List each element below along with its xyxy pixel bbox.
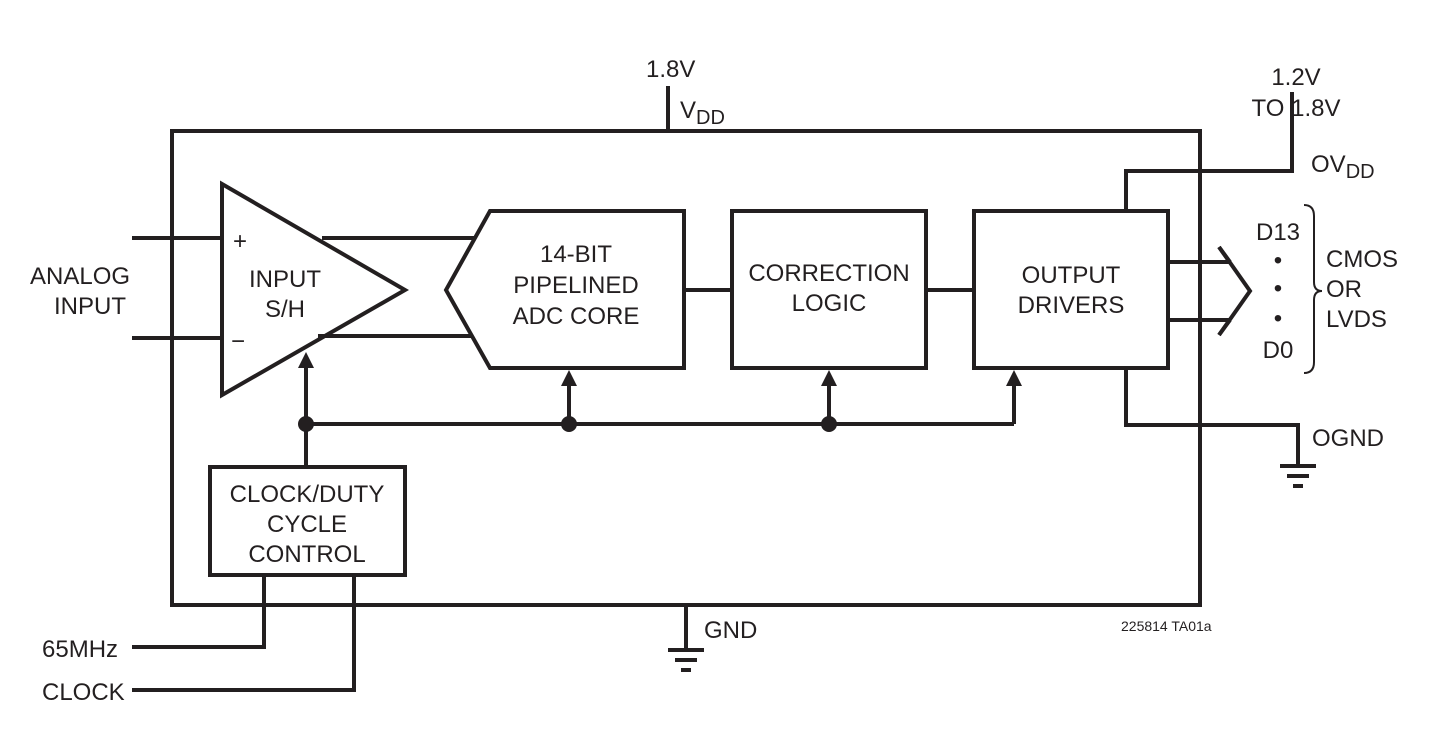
ognd-ground-symbol: [1280, 464, 1316, 488]
clock-duty-cycle-control-block: [208, 465, 407, 577]
correction-logic-block: [730, 209, 928, 370]
output-format-line3: LVDS: [1326, 306, 1387, 333]
output-dot-2: •: [1274, 275, 1282, 302]
input-sh-amplifier: [220, 180, 410, 399]
ovdd-supply-wire: [1124, 92, 1294, 211]
output-dot-3: •: [1274, 305, 1282, 332]
ovdd-voltage-line2: TO 1.8V: [1252, 95, 1341, 122]
adc-label-line1: 14-BIT: [540, 241, 612, 268]
ovdd-voltage-line1: 1.2V: [1271, 64, 1320, 91]
vdd-pin-label-main: V: [680, 97, 696, 124]
analog-input-label-line1: ANALOG: [30, 263, 130, 290]
gnd-label: GND: [704, 617, 757, 644]
ognd-label: OGND: [1312, 425, 1384, 452]
output-format-line2: OR: [1326, 276, 1362, 303]
gnd-ground-symbol: [668, 648, 704, 672]
sh-label-line1: INPUT: [249, 266, 321, 293]
adc-label-line2: PIPELINED: [513, 272, 638, 299]
adc-label-line3: ADC CORE: [513, 303, 640, 330]
output-d13-label: D13: [1256, 219, 1300, 246]
output-dot-1: •: [1274, 247, 1282, 274]
output-drivers-label-line1: OUTPUT: [1022, 262, 1121, 289]
clock-control-label-line3: CONTROL: [248, 541, 365, 568]
analog-input-label-line2: INPUT: [54, 293, 126, 320]
output-d0-label: D0: [1263, 337, 1294, 364]
minus-sign: −: [231, 328, 245, 355]
clock-input-wire-2: [132, 575, 356, 692]
vdd-pin-label: VDD: [680, 97, 725, 129]
vdd-voltage-label: 1.8V: [646, 56, 695, 83]
ovdd-pin-label-sub: DD: [1346, 161, 1375, 183]
ognd-wire: [1124, 368, 1300, 465]
plus-sign: +: [233, 228, 247, 255]
correction-label-line1: CORRECTION: [748, 260, 909, 287]
clock-control-label-line1: CLOCK/DUTY: [230, 481, 385, 508]
output-bus-arrow: [1168, 245, 1253, 337]
output-drivers-block: [972, 209, 1170, 370]
clock-frequency-label: 65MHz: [42, 636, 118, 663]
correction-label-line2: LOGIC: [792, 290, 867, 317]
ovdd-pin-label-main: OV: [1311, 151, 1346, 178]
clock-control-label-line2: CYCLE: [267, 511, 347, 538]
output-format-line1: CMOS: [1326, 246, 1398, 273]
ovdd-pin-label: OVDD: [1311, 151, 1375, 183]
output-brace: [1303, 204, 1323, 374]
adc-core-block: [443, 209, 686, 370]
sh-label-line2: S/H: [265, 296, 305, 323]
clock-distribution-bus: [298, 352, 1022, 466]
output-drivers-label-line2: DRIVERS: [1018, 292, 1125, 319]
clock-label: CLOCK: [42, 679, 125, 706]
figure-code: 225814 TA01a: [1121, 618, 1212, 634]
vdd-pin-label-sub: DD: [696, 107, 725, 129]
clock-input-wire-1: [132, 575, 266, 649]
